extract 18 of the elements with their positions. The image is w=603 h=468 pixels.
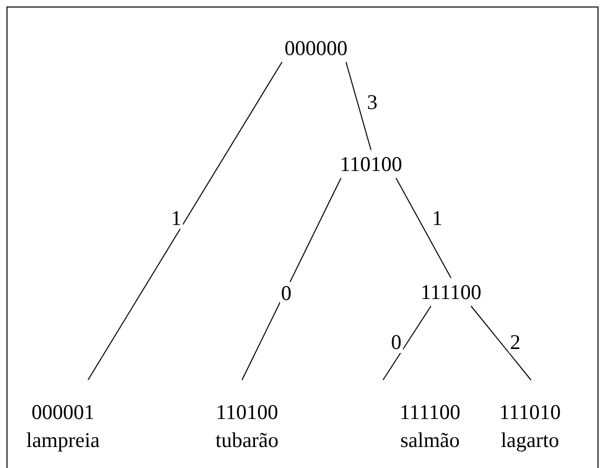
tree-branch-line — [396, 178, 452, 278]
tree-branch-line — [470, 306, 532, 380]
binary-code-label: 111100 — [420, 279, 482, 306]
binary-code-label: 110100 — [340, 151, 402, 178]
binary-code-label: 111010 — [499, 399, 561, 426]
species-name: lagarto — [500, 427, 560, 454]
edge-label: 0 — [280, 282, 292, 304]
binary-code-label: 000001 — [32, 399, 94, 426]
tree-branch-line — [242, 178, 342, 380]
binary-code-label: 110100 — [216, 399, 278, 426]
species-name: tubarão — [216, 427, 278, 454]
binary-code-label: 111100 — [400, 399, 460, 426]
binary-code-label: 000000 — [284, 35, 348, 62]
tree-branch-line — [346, 62, 372, 150]
species-name: lampreia — [26, 427, 100, 454]
tree-branch-line — [382, 306, 432, 380]
tree-branch-line — [88, 62, 282, 380]
species-name: salmão — [400, 427, 460, 454]
